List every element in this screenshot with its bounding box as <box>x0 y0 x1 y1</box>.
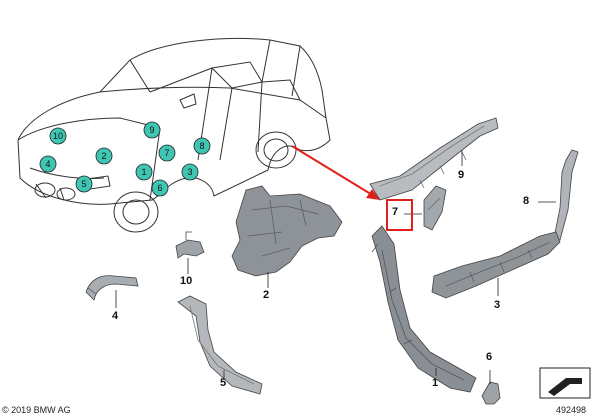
callout-3[interactable]: 3 <box>181 163 199 181</box>
part-4[interactable] <box>85 275 139 301</box>
callout-4[interactable]: 4 <box>39 155 57 173</box>
part-1[interactable] <box>371 225 477 393</box>
part-8[interactable] <box>553 149 579 241</box>
callout-10[interactable]: 10 <box>49 127 67 145</box>
callout-1[interactable]: 1 <box>135 163 153 181</box>
parts <box>85 117 579 405</box>
part-7[interactable] <box>423 185 447 231</box>
callout-5[interactable]: 5 <box>75 175 93 193</box>
part-10[interactable] <box>175 231 205 259</box>
svg-text:7: 7 <box>164 148 169 158</box>
label-part-3: 3 <box>494 299 501 311</box>
part-5[interactable] <box>177 295 263 395</box>
svg-text:4: 4 <box>45 159 50 169</box>
label-part-7: 7 <box>392 206 399 218</box>
label-part-1: 1 <box>432 377 439 389</box>
label-part-8: 8 <box>523 195 530 207</box>
svg-text:5: 5 <box>81 179 86 189</box>
highlight-box <box>386 199 413 231</box>
label-part-4: 4 <box>112 310 119 322</box>
svg-text:6: 6 <box>157 183 162 193</box>
svg-text:8: 8 <box>199 141 204 151</box>
doc-number: 492498 <box>556 405 587 415</box>
copyright-text: © 2019 BMW AG <box>2 405 71 415</box>
callout-7[interactable]: 7 <box>158 144 176 162</box>
callout-9[interactable]: 9 <box>143 121 161 139</box>
label-part-6: 6 <box>486 351 493 363</box>
svg-text:1: 1 <box>141 167 146 177</box>
svg-text:10: 10 <box>53 131 63 141</box>
arrow-corner-icon[interactable] <box>539 367 591 399</box>
callout-8[interactable]: 8 <box>193 137 211 155</box>
label-part-10: 10 <box>180 275 193 287</box>
pointer-arrow <box>291 145 380 200</box>
part-3[interactable] <box>431 231 561 299</box>
part-6[interactable] <box>481 381 501 405</box>
svg-text:3: 3 <box>187 167 192 177</box>
leader-lines <box>115 150 556 384</box>
part-9[interactable] <box>369 117 499 201</box>
callout-2[interactable]: 2 <box>95 147 113 165</box>
callout-6[interactable]: 6 <box>151 179 169 197</box>
svg-text:9: 9 <box>149 125 154 135</box>
svg-text:2: 2 <box>101 151 106 161</box>
car-outline <box>17 37 331 233</box>
label-part-9: 9 <box>458 169 465 181</box>
label-part-5: 5 <box>220 377 227 389</box>
car-callouts: 10 9 2 7 8 4 1 3 5 6 <box>39 121 211 197</box>
label-part-2: 2 <box>263 289 270 301</box>
part-2[interactable] <box>231 185 343 277</box>
